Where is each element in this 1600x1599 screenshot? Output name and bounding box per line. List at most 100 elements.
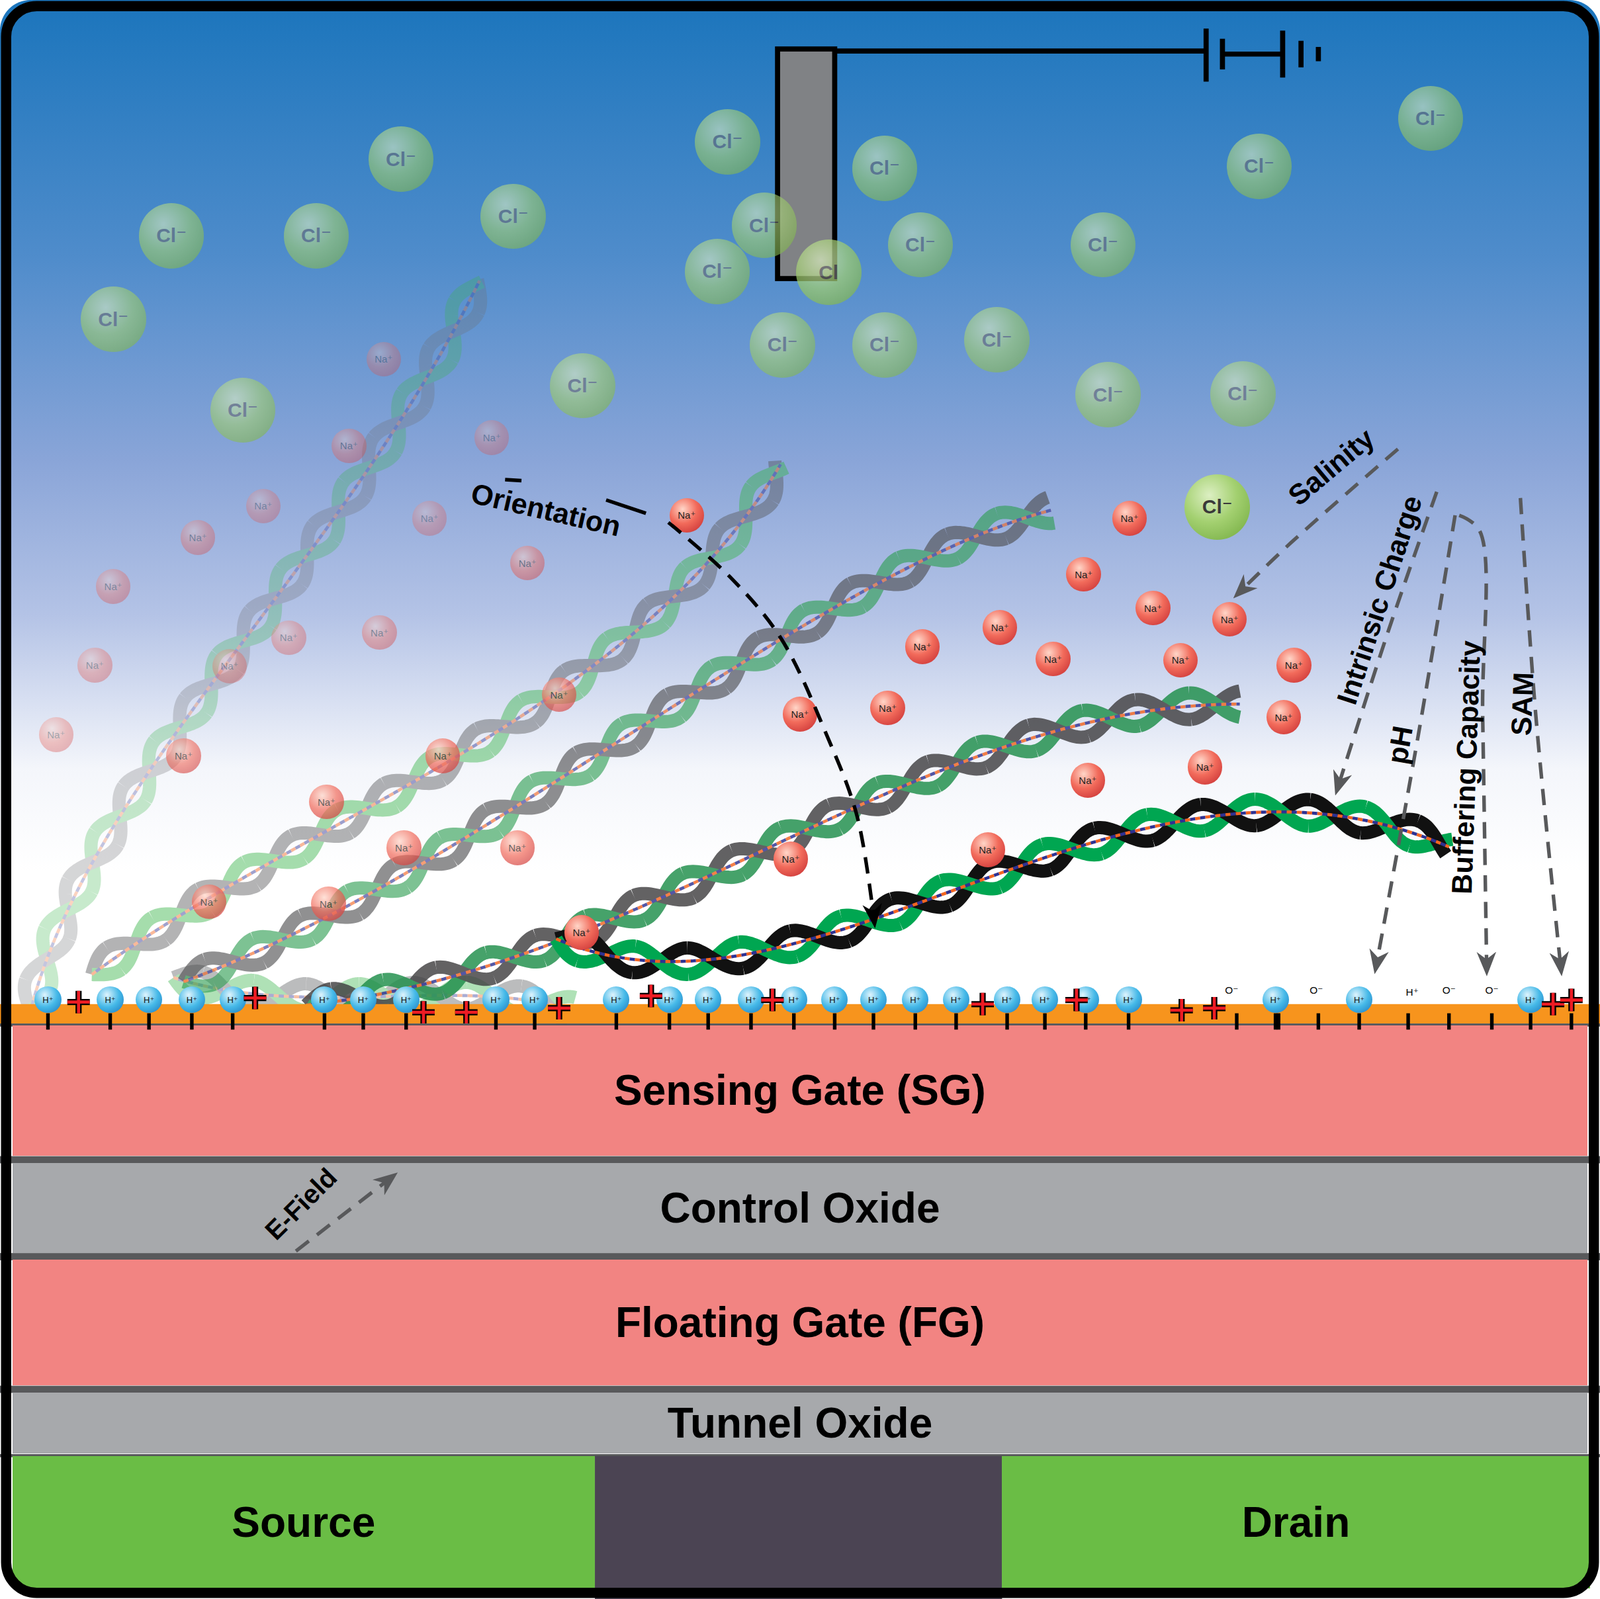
proton-site: H⁺	[942, 986, 970, 1014]
ion-label: Na⁺	[677, 510, 696, 521]
dna-bases	[91, 464, 781, 975]
layer-separator	[0, 1386, 1600, 1394]
wire	[834, 48, 1206, 54]
ion-label: Na⁺	[395, 843, 413, 853]
sodium-ion: Na⁺	[95, 569, 131, 604]
sodium-ion: Na⁺	[669, 498, 705, 533]
solution-background	[0, 0, 1600, 1026]
positive-charge	[760, 989, 784, 1012]
chloride-ion: Cl	[796, 239, 862, 306]
layer-band: Sensing Gate (SG)	[12, 1025, 1589, 1156]
surface-group-label: O⁻	[1309, 984, 1323, 997]
ion-label: Cl⁻	[981, 330, 1013, 351]
ion-label: Cl⁻	[1093, 385, 1124, 405]
battery-ground-symbol	[1220, 39, 1226, 70]
sodium-ion: Na⁺	[39, 717, 74, 752]
ion-label: Na⁺	[104, 581, 123, 592]
sam-stem	[1490, 1013, 1494, 1031]
sam-stem	[614, 1013, 619, 1031]
sodium-ion: Na⁺	[77, 647, 112, 683]
ion-label: Cl	[818, 262, 839, 283]
sodium-ion: Na⁺	[500, 830, 535, 865]
positive-charge	[1202, 997, 1226, 1020]
chloride-ion: Cl⁻	[749, 312, 816, 378]
sam-stem	[1357, 1013, 1361, 1031]
surface-group-label: O⁻	[1224, 984, 1239, 997]
ion-label: H⁺	[1001, 995, 1013, 1005]
factor-label: SAM	[1505, 671, 1540, 737]
positive-charge	[760, 989, 784, 1012]
ion-label: Cl⁻	[869, 334, 900, 355]
battery-ground-symbol	[1280, 30, 1286, 78]
sam-stem	[404, 1013, 408, 1031]
sodium-ion: Na⁺	[1266, 700, 1301, 735]
positive-charge	[1065, 989, 1088, 1012]
positive-charge	[1170, 999, 1194, 1022]
sam-stem	[1316, 1013, 1321, 1031]
wire	[1222, 51, 1283, 57]
ion-label: Cl⁻	[749, 215, 780, 236]
ion-label: H⁺	[104, 995, 116, 1005]
sam-stem	[1273, 1013, 1278, 1031]
dashed-arrow	[504, 479, 522, 482]
dna-bases	[555, 811, 1449, 962]
sam-stem	[667, 1013, 671, 1031]
sam-stem	[792, 1013, 796, 1031]
ion-label: Cl⁻	[905, 234, 936, 255]
dna-strand	[183, 981, 216, 987]
sam-stem	[322, 1013, 327, 1031]
ion-label: H⁺	[1122, 995, 1134, 1005]
ion-label: Cl⁻	[567, 375, 599, 396]
sodium-ion: Na⁺	[271, 620, 306, 656]
chloride-ion: Cl⁻	[888, 212, 954, 278]
positive-charge	[67, 991, 90, 1014]
positive-charge	[547, 997, 571, 1020]
chloride-ion: Cl⁻	[964, 307, 1030, 373]
sam-stem	[108, 1013, 112, 1031]
sam-stem	[189, 1013, 194, 1031]
proton-site: H⁺	[780, 986, 808, 1014]
positive-charge	[639, 984, 663, 1008]
ion-label: Na⁺	[572, 927, 591, 938]
proton-site: H⁺	[737, 986, 765, 1014]
layer-label: Source	[231, 1501, 376, 1544]
sam-stem	[706, 1013, 711, 1031]
chloride-ion: Cl⁻	[684, 238, 751, 305]
ion-label: H⁺	[788, 995, 800, 1005]
proton-site: H⁺	[96, 986, 124, 1014]
sodium-ion: Na⁺	[386, 830, 421, 865]
positive-charge	[455, 1001, 478, 1024]
sam-stem	[1126, 1013, 1131, 1031]
ion-label: H⁺	[868, 995, 879, 1005]
dna-bases	[30, 280, 480, 1011]
chloride-ion: Cl⁻	[138, 203, 205, 269]
ion-label: Cl⁻	[712, 131, 744, 152]
proton-site: H⁺	[482, 986, 509, 1014]
layer-separator	[0, 1156, 1600, 1164]
dna-helix	[91, 461, 787, 976]
ion-label: H⁺	[1525, 995, 1536, 1005]
ion-label: H⁺	[909, 995, 921, 1005]
ion-label: H⁺	[1353, 995, 1365, 1005]
sam-stem	[1447, 1013, 1451, 1031]
positive-charge	[971, 993, 994, 1016]
proton-site: H⁺	[1115, 986, 1143, 1014]
sodium-ion: Na⁺	[1187, 749, 1223, 785]
ion-label: H⁺	[702, 995, 714, 1005]
surface-group-label: O⁻	[1484, 984, 1499, 997]
positive-charge	[639, 984, 663, 1008]
chloride-ion: Cl⁻	[1075, 361, 1141, 428]
ion-label: Cl⁻	[869, 158, 900, 178]
sam-stem	[494, 1013, 498, 1031]
layer-label: Drain	[1242, 1501, 1351, 1544]
sam-stem	[1234, 1013, 1239, 1031]
terminal-region: Drain	[1001, 1456, 1590, 1589]
ion-label: Na⁺	[434, 751, 452, 761]
ion-label: H⁺	[745, 995, 757, 1005]
sam-stem	[46, 1013, 50, 1031]
sodium-ion: Na⁺	[1163, 643, 1198, 678]
dna-helix	[555, 799, 1452, 975]
surface-group-label: O⁻	[1442, 984, 1456, 997]
sodium-ion: Na⁺	[331, 428, 366, 464]
